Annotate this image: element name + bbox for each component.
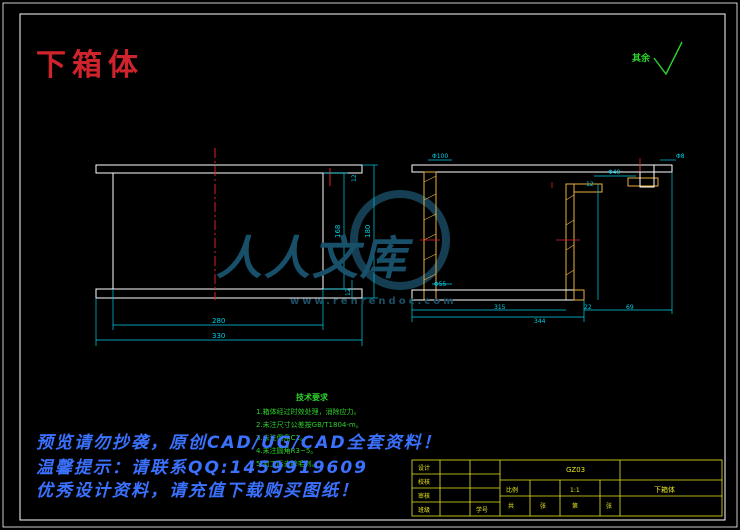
tech-req-item: 1.箱体经过时效处理，消除应力。 <box>256 407 361 416</box>
side-top-flange <box>411 164 673 173</box>
side-right-boss <box>639 164 655 188</box>
title-bottom-4: 张 <box>606 502 612 510</box>
title-row-design: 设计 <box>418 464 430 472</box>
title-drawing-no: GZ03 <box>566 466 585 474</box>
dim-12-side: 12 <box>586 181 594 188</box>
front-top-flange <box>95 164 363 174</box>
title-student-no: 学号 <box>476 506 488 514</box>
front-dimensions <box>95 164 378 346</box>
promo-line: 温馨提示：请联系QQ:1459919609 <box>36 458 368 478</box>
watermark-logo-circle <box>350 190 450 290</box>
dim-12-top: 12 <box>351 174 358 182</box>
tech-req-item: 4.未注圆角R3~5。 <box>256 446 317 455</box>
watermark-text: 人人文库 <box>216 231 408 285</box>
title-bottom-1: 共 <box>508 502 514 510</box>
tech-req-heading: 技术要求 <box>296 392 329 402</box>
dim-phi55: Φ55 <box>434 281 447 288</box>
dim-69: 69 <box>626 304 634 311</box>
side-bottom-lug <box>573 289 585 301</box>
title-row-class: 班级 <box>418 506 430 514</box>
side-dimensions <box>411 159 676 322</box>
side-view: Φ100 Φ40 12 Φ8 Φ55 315 344 22 69 <box>411 153 685 325</box>
dim-phi8: Φ8 <box>676 153 685 160</box>
side-right-wall <box>565 183 575 301</box>
tech-req-item: 2.未注尺寸公差按GB/T1804-m。 <box>256 420 363 429</box>
side-right-flange <box>627 177 659 187</box>
dim-315: 315 <box>494 304 506 311</box>
promo-line: 优秀设计资料，请充值下载购买图纸！ <box>36 481 359 501</box>
title-row-audit: 审核 <box>418 492 430 500</box>
title-scale-value: 1:1 <box>570 487 580 494</box>
dim-180: 180 <box>364 225 372 238</box>
title-bottom-2: 张 <box>540 502 546 510</box>
drawing-title: 下箱体 <box>36 48 144 83</box>
dim-phi40: Φ40 <box>608 169 621 176</box>
surface-finish-label: 其余 <box>632 54 651 64</box>
dim-22: 22 <box>584 304 592 311</box>
front-view: 330 280 168 180 12 12 <box>95 148 378 346</box>
surface-finish-check-icon <box>653 41 683 76</box>
dim-12-bottom: 12 <box>345 288 352 296</box>
title-block <box>411 459 723 517</box>
dim-330: 330 <box>212 332 225 340</box>
tech-req-item: 5.加工后去除毛刺。 <box>256 459 319 468</box>
side-bearing-seat <box>573 183 603 193</box>
inner-frame <box>19 13 726 521</box>
watermark-url: www.renrendoc.com <box>290 296 457 307</box>
dim-phi100: Φ100 <box>432 153 448 160</box>
tech-req-item: 3.未注倒角C1。 <box>256 433 307 442</box>
title-scale-label: 比例 <box>506 486 518 494</box>
dim-168: 168 <box>334 225 342 238</box>
dim-280: 280 <box>212 317 225 325</box>
front-bottom-base <box>95 288 363 299</box>
title-row-check: 校核 <box>418 478 430 486</box>
promo-line: 预览请勿抄袭，原创CAD/UG/CAD全套资料！ <box>36 433 442 453</box>
technical-requirements: 技术要求 1.箱体经过时效处理，消除应力。 2.未注尺寸公差按GB/T1804-… <box>256 392 363 468</box>
dim-344: 344 <box>534 318 546 325</box>
title-part-name: 下箱体 <box>654 485 675 494</box>
title-bottom-3: 第 <box>572 502 578 510</box>
